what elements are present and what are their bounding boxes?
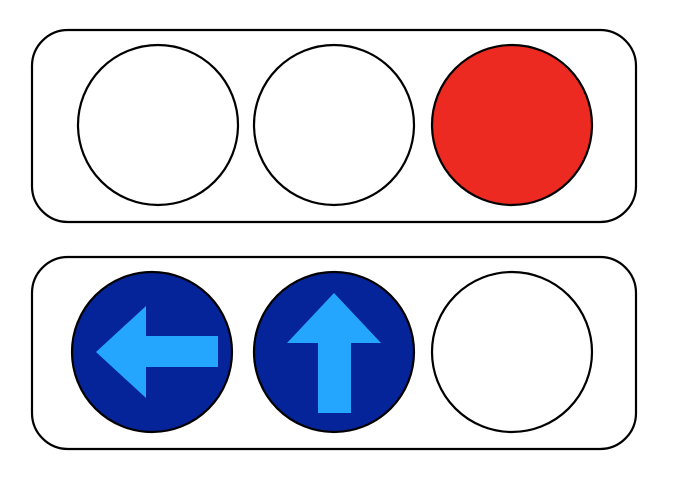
lamp-bottom-off	[430, 270, 594, 434]
up-arrow-lamp	[252, 270, 416, 434]
left-arrow-lamp	[70, 270, 234, 434]
lamp-top-2	[252, 43, 416, 207]
up-arrow-icon	[287, 293, 381, 413]
red-lamp	[430, 43, 594, 207]
lamp-top-1	[76, 43, 240, 207]
left-arrow-icon	[96, 306, 218, 398]
